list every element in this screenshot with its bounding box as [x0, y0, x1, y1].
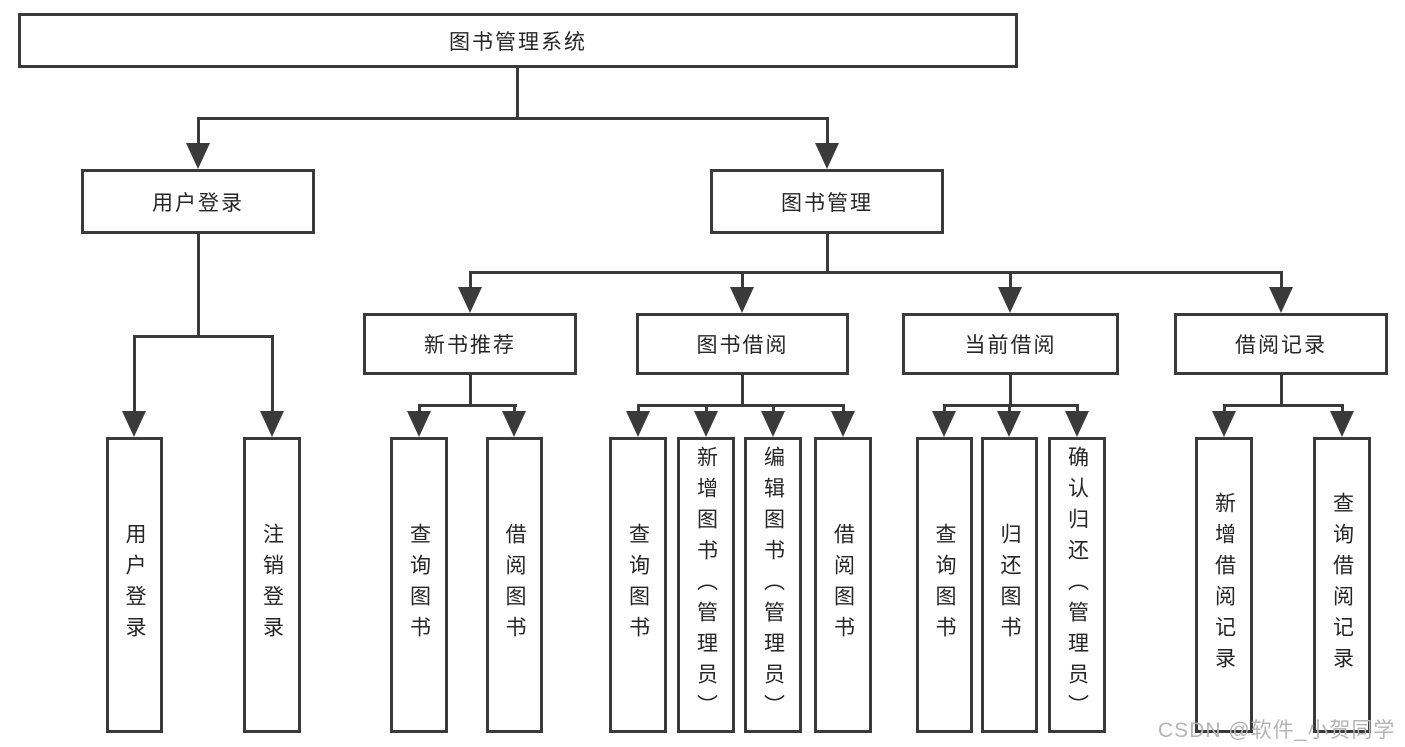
node-borrowing-records: 借阅记录 [1174, 313, 1388, 375]
connector [943, 404, 946, 413]
node-library-management-system: 图书管理系统 [18, 13, 1018, 68]
leaf-borrowing-borrow-book-label: 借阅图书 [831, 523, 855, 647]
arrowhead-down [1212, 411, 1236, 437]
node-book-management-label: 图书管理 [781, 191, 873, 215]
leaf-current-return-book: 归还图书 [981, 437, 1038, 733]
leaf-recommend-borrow-book: 借阅图书 [486, 437, 543, 733]
connector [1009, 375, 1012, 407]
connector [1009, 271, 1012, 289]
arrowhead-down [831, 411, 855, 437]
leaf-records-query-record-label: 查询借阅记录 [1330, 492, 1354, 678]
connector [772, 404, 775, 413]
connector [197, 117, 200, 147]
connector [637, 404, 640, 413]
connector [469, 375, 472, 407]
leaf-user-login: 用户登录 [106, 437, 163, 733]
leaf-borrowing-edit-book-admin: 编辑图书（管理员） [744, 437, 802, 733]
arrowhead-down [815, 143, 839, 169]
leaf-records-query-record: 查询借阅记录 [1313, 437, 1371, 733]
connector [741, 375, 744, 407]
leaf-recommend-query-book-label: 查询图书 [407, 523, 431, 647]
node-user-login-label: 用户登录 [152, 191, 244, 215]
connector [418, 404, 421, 413]
connector [1076, 404, 1079, 413]
connector [1223, 404, 1344, 407]
leaf-borrowing-add-book-admin-label: 新增图书（管理员） [694, 445, 718, 725]
leaf-borrowing-add-book-admin: 新增图书（管理员） [677, 437, 735, 733]
connector [741, 271, 744, 289]
connector [469, 271, 472, 289]
leaf-recommend-borrow-book-label: 借阅图书 [503, 523, 526, 647]
connector [705, 404, 708, 413]
node-user-login: 用户登录 [81, 169, 315, 234]
arrowhead-down [694, 411, 718, 437]
connector [197, 234, 200, 338]
node-current-borrowing: 当前借阅 [902, 313, 1119, 375]
arrowhead-down [502, 411, 526, 437]
arrowhead-down [260, 411, 284, 437]
arrowhead-down [761, 411, 785, 437]
leaf-user-login-label: 用户登录 [123, 523, 146, 647]
arrowhead-down [932, 411, 956, 437]
connector [1280, 375, 1283, 407]
connector [1008, 404, 1011, 413]
leaf-current-confirm-return-admin-label: 确认归还（管理员） [1065, 445, 1089, 725]
connector [842, 404, 845, 413]
arrowhead-down [626, 411, 650, 437]
connector [133, 335, 136, 411]
arrowhead-down [730, 287, 754, 313]
node-book-management: 图书管理 [710, 169, 944, 234]
csdn-watermark: CSDN @软件_小贺同学 [1158, 719, 1396, 742]
arrowhead-down [1269, 287, 1293, 313]
arrowhead-down [998, 287, 1022, 313]
node-new-book-recommend: 新书推荐 [363, 313, 577, 375]
connector [469, 271, 1282, 274]
connector [826, 117, 829, 147]
connector [1280, 271, 1283, 289]
arrowhead-down [122, 411, 146, 437]
connector [516, 67, 519, 118]
arrowhead-down [1065, 411, 1089, 437]
leaf-records-add-record-label: 新增借阅记录 [1212, 492, 1236, 678]
node-book-borrowing-label: 图书借阅 [696, 334, 789, 357]
arrowhead-down [186, 143, 210, 169]
leaf-borrowing-query-book: 查询图书 [609, 437, 667, 733]
leaf-recommend-query-book: 查询图书 [390, 437, 448, 733]
arrowhead-down [1330, 411, 1354, 437]
leaf-borrowing-borrow-book: 借阅图书 [814, 437, 872, 733]
leaf-current-query-book-label: 查询图书 [933, 523, 956, 647]
connector [1341, 404, 1344, 413]
connector [133, 335, 274, 338]
arrowhead-down [458, 287, 482, 313]
connector [637, 404, 844, 407]
leaf-current-query-book: 查询图书 [916, 437, 973, 733]
leaf-current-return-book-label: 归还图书 [998, 523, 1021, 647]
arrowhead-down [997, 411, 1021, 437]
leaf-logout-label: 注销登录 [260, 523, 284, 647]
connector [418, 404, 517, 407]
node-borrowing-records-label: 借阅记录 [1235, 334, 1327, 357]
connector [513, 404, 516, 413]
connector [1223, 404, 1226, 413]
node-book-borrowing: 图书借阅 [636, 313, 849, 375]
leaf-current-confirm-return-admin: 确认归还（管理员） [1048, 437, 1106, 733]
connector [197, 117, 829, 120]
node-library-management-system-label: 图书管理系统 [449, 30, 587, 54]
node-new-book-recommend-label: 新书推荐 [424, 334, 516, 357]
leaf-logout: 注销登录 [243, 437, 301, 733]
node-current-borrowing-label: 当前借阅 [964, 334, 1057, 357]
leaf-borrowing-edit-book-admin-label: 编辑图书（管理员） [761, 445, 785, 725]
connector [826, 234, 829, 274]
leaf-borrowing-query-book-label: 查询图书 [626, 523, 650, 647]
leaf-records-add-record: 新增借阅记录 [1195, 437, 1253, 733]
connector [271, 335, 274, 411]
arrowhead-down [407, 411, 431, 437]
